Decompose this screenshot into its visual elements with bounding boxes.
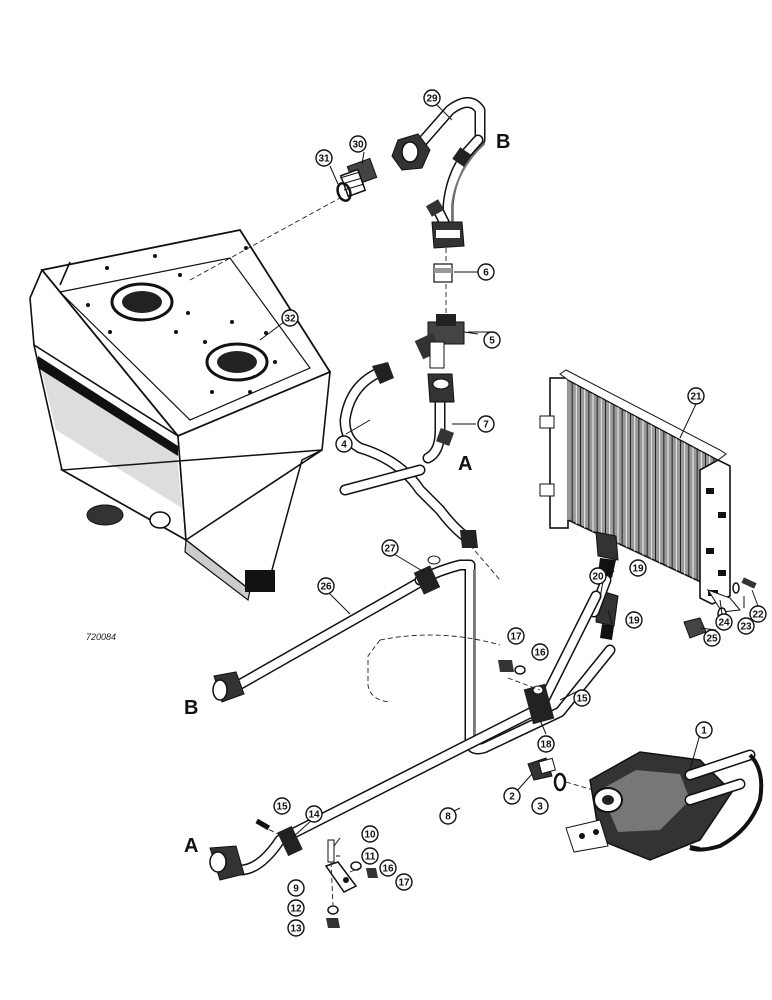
svg-text:32: 32	[284, 314, 296, 325]
svg-text:4: 4	[341, 440, 347, 451]
svg-text:11: 11	[365, 852, 376, 863]
svg-text:16: 16	[382, 864, 394, 875]
callout-30: 30	[349, 135, 367, 153]
svg-text:15: 15	[576, 694, 588, 705]
svg-text:15: 15	[276, 802, 288, 813]
tube-8	[209, 590, 602, 881]
callout-19-upper: 19	[629, 559, 647, 577]
port-letter-b-left: B	[184, 697, 198, 719]
o-ring-31	[336, 182, 352, 202]
port-letter-a-bottom: A	[184, 835, 198, 857]
callout-20: 20	[589, 567, 607, 585]
cooler-fittings-19-20	[588, 531, 619, 640]
hydraulic-tank	[29, 228, 332, 602]
assembly-dash-lines	[261, 544, 541, 906]
callout-3: 3	[531, 797, 549, 815]
svg-text:16: 16	[534, 648, 546, 659]
cooler-mount-hardware	[683, 577, 757, 639]
callout-15-right: 15	[573, 689, 591, 707]
callout-32: 32	[281, 309, 299, 327]
o-ring-3	[553, 772, 567, 792]
callout-5: 5	[483, 331, 501, 349]
bracket-9	[324, 839, 378, 928]
callout-13: 13	[287, 919, 305, 937]
return-tube-assembly	[391, 97, 486, 249]
callout-17-upper: 17	[507, 627, 525, 645]
adapter-fitting-30	[339, 157, 378, 198]
svg-text:21: 21	[690, 392, 702, 403]
port-letter-b-top: B	[496, 131, 510, 153]
callout-25: 25	[703, 629, 721, 647]
callout-19-lower: 19	[625, 611, 643, 629]
sleeve-6	[433, 263, 453, 283]
svg-text:7: 7	[483, 420, 489, 431]
callout-22: 22	[749, 605, 767, 623]
callout-6: 6	[477, 263, 495, 281]
svg-text:25: 25	[706, 634, 718, 645]
svg-text:17: 17	[398, 878, 410, 889]
callout-10: 10	[361, 825, 379, 843]
svg-text:29: 29	[426, 94, 438, 105]
clamp-14	[277, 825, 303, 857]
svg-text:17: 17	[510, 632, 522, 643]
figure-code: 720084	[86, 632, 116, 642]
callout-21: 21	[687, 387, 705, 405]
svg-text:30: 30	[352, 140, 364, 151]
tee-fitting-5	[414, 314, 479, 369]
callout-27: 27	[381, 539, 399, 557]
svg-text:9: 9	[293, 884, 299, 895]
callout-18: 18	[537, 735, 555, 753]
svg-text:20: 20	[592, 572, 604, 583]
callout-23: 23	[737, 617, 755, 635]
svg-text:6: 6	[483, 268, 489, 279]
svg-text:1: 1	[701, 726, 707, 737]
callout-9: 9	[287, 879, 305, 897]
nut-washer-16-17-upper	[498, 660, 526, 675]
callout-14: 14	[305, 805, 323, 823]
callout-17-lower: 17	[395, 873, 413, 891]
callout-2: 2	[503, 787, 521, 805]
svg-text:19: 19	[628, 616, 640, 627]
callout-12: 12	[287, 899, 305, 917]
bolt-15-upper	[255, 818, 271, 831]
callout-4: 4	[335, 435, 353, 453]
callout-16-upper: 16	[531, 643, 549, 661]
clamp-18	[523, 683, 555, 725]
svg-text:31: 31	[318, 154, 330, 165]
callout-26: 26	[317, 577, 335, 595]
svg-text:23: 23	[740, 622, 752, 633]
callout-16-lower: 16	[379, 859, 397, 877]
tube-4	[339, 362, 478, 548]
svg-text:10: 10	[364, 830, 376, 841]
clamp-27	[413, 555, 441, 595]
callout-8: 8	[439, 807, 457, 825]
tube-26	[212, 576, 426, 703]
svg-text:27: 27	[384, 544, 396, 555]
svg-text:5: 5	[489, 336, 495, 347]
callout-7: 7	[477, 415, 495, 433]
callout-1: 1	[695, 721, 713, 739]
callout-29: 29	[423, 89, 441, 107]
callout-15-upper: 15	[273, 797, 291, 815]
port-letter-a-mid: A	[458, 453, 472, 475]
svg-text:24: 24	[718, 618, 730, 629]
callout-11: 11	[361, 847, 379, 865]
svg-text:26: 26	[320, 582, 332, 593]
callout-31: 31	[315, 149, 333, 167]
svg-text:18: 18	[540, 740, 552, 751]
svg-text:13: 13	[290, 924, 302, 935]
svg-text:14: 14	[308, 810, 320, 821]
tube-7	[422, 373, 455, 464]
svg-text:19: 19	[632, 564, 644, 575]
svg-text:12: 12	[290, 904, 302, 915]
svg-text:8: 8	[445, 812, 451, 823]
svg-text:3: 3	[537, 802, 543, 813]
control-valve	[565, 749, 764, 861]
assembly-line-tank-to-31	[189, 197, 341, 281]
callout-24: 24	[715, 613, 733, 631]
svg-text:22: 22	[752, 610, 764, 621]
svg-text:2: 2	[509, 792, 515, 803]
connector-2	[527, 757, 556, 781]
